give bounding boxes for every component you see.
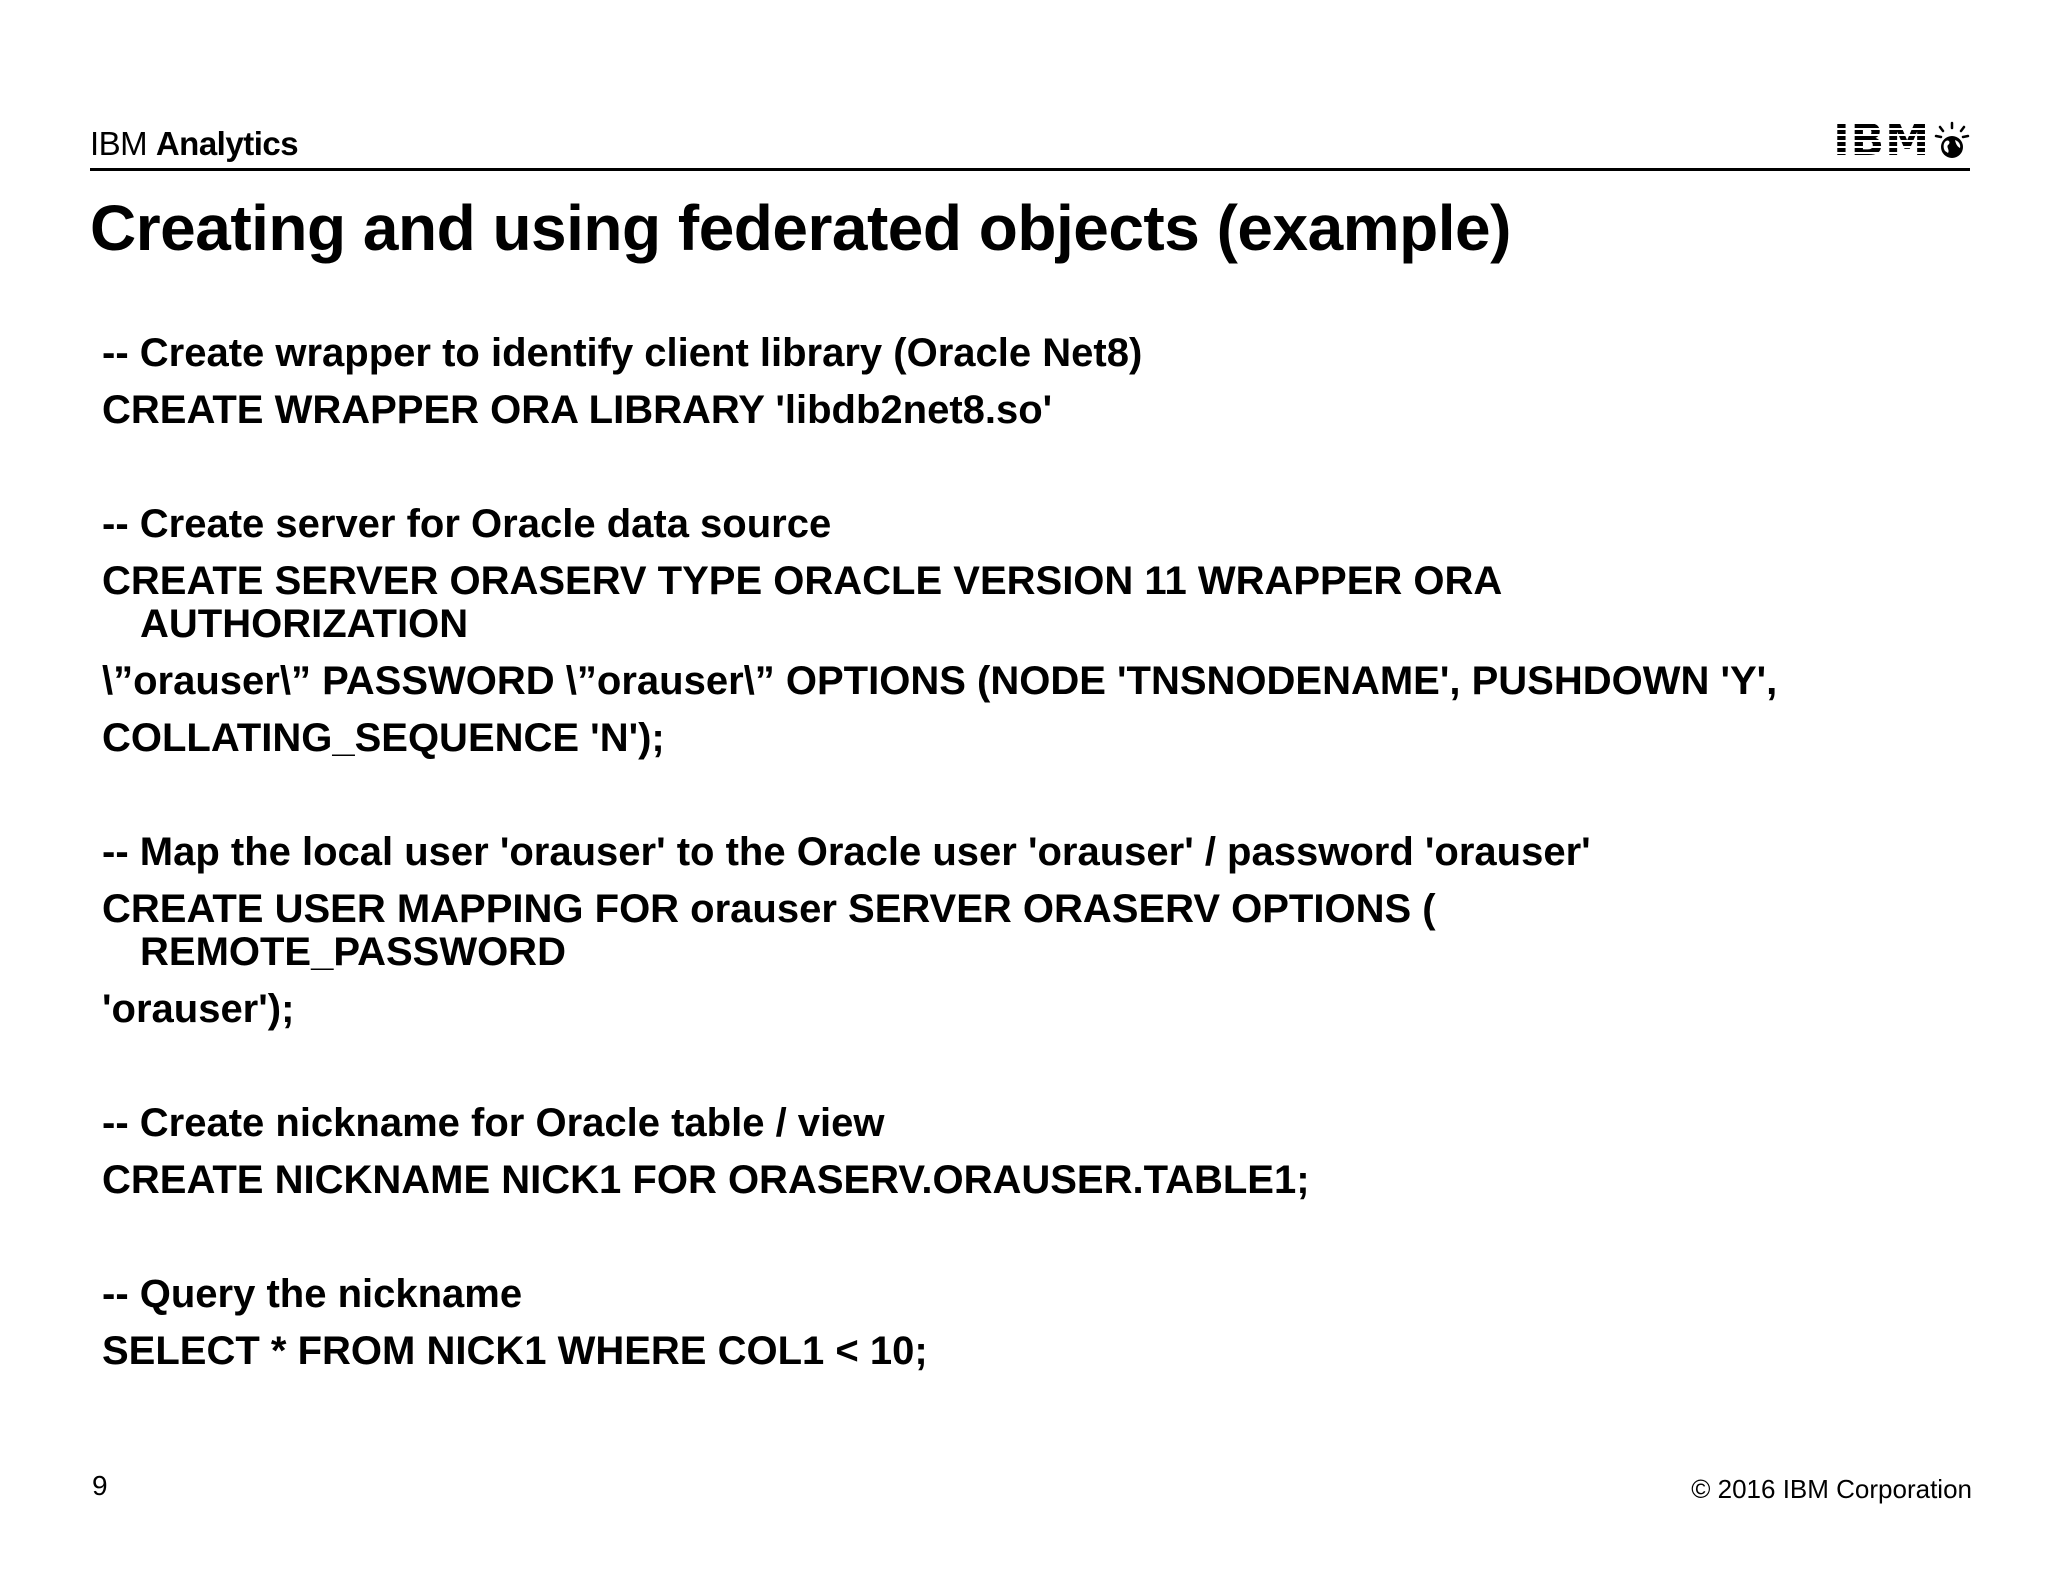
code-statement-continuation: AUTHORIZATION (140, 602, 469, 646)
code-comment: -- Create server for Oracle data source (102, 502, 832, 546)
brand-analytics: Analytics (155, 125, 299, 162)
ibm-logo-text: IBM (1833, 115, 1930, 166)
code-block-wrapper: -- Create wrapper to identify client lib… (102, 330, 1982, 434)
code-block-query: -- Query the nickname SELECT * FROM NICK… (102, 1271, 1982, 1375)
code-statement: SELECT * FROM NICK1 WHERE COL1 < 10; (102, 1329, 928, 1373)
code-statement-continuation: REMOTE_PASSWORD (140, 930, 566, 974)
code-statement: CREATE NICKNAME NICK1 FOR ORASERV.ORAUSE… (102, 1158, 1310, 1202)
slide-title: Creating and using federated objects (ex… (90, 192, 1511, 264)
code-comment: -- Create nickname for Oracle table / vi… (102, 1101, 885, 1145)
code-statement: COLLATING_SEQUENCE 'N'); (102, 716, 665, 760)
code-comment: -- Map the local user 'orauser' to the O… (102, 830, 1591, 874)
code-comment: -- Query the nickname (102, 1272, 523, 1316)
slide-header: IBM Analytics IBM (90, 118, 1970, 171)
code-block-user-mapping: -- Map the local user 'orauser' to the O… (102, 829, 1982, 1033)
copyright-notice: © 2016 IBM Corporation (1691, 1474, 1972, 1504)
code-statement: CREATE USER MAPPING FOR orauser SERVER O… (102, 887, 1436, 931)
brand-label: IBM Analytics (90, 125, 299, 162)
code-comment: -- Create wrapper to identify client lib… (102, 331, 1143, 375)
ibm-logo: IBM (1833, 118, 1970, 164)
code-statement: \”orauser\” PASSWORD \”orauser\” OPTIONS… (102, 659, 1778, 703)
code-statement: 'orauser'); (102, 987, 295, 1031)
code-block-nickname: -- Create nickname for Oracle table / vi… (102, 1100, 1982, 1204)
page-number: 9 (92, 1470, 108, 1501)
globe-icon (1934, 121, 1970, 158)
brand-ibm: IBM (90, 125, 148, 162)
code-listing: -- Create wrapper to identify client lib… (102, 330, 1982, 1442)
code-block-server: -- Create server for Oracle data source … (102, 501, 1982, 762)
code-statement: CREATE SERVER ORASERV TYPE ORACLE VERSIO… (102, 559, 1503, 603)
code-statement: CREATE WRAPPER ORA LIBRARY 'libdb2net8.s… (102, 388, 1053, 432)
